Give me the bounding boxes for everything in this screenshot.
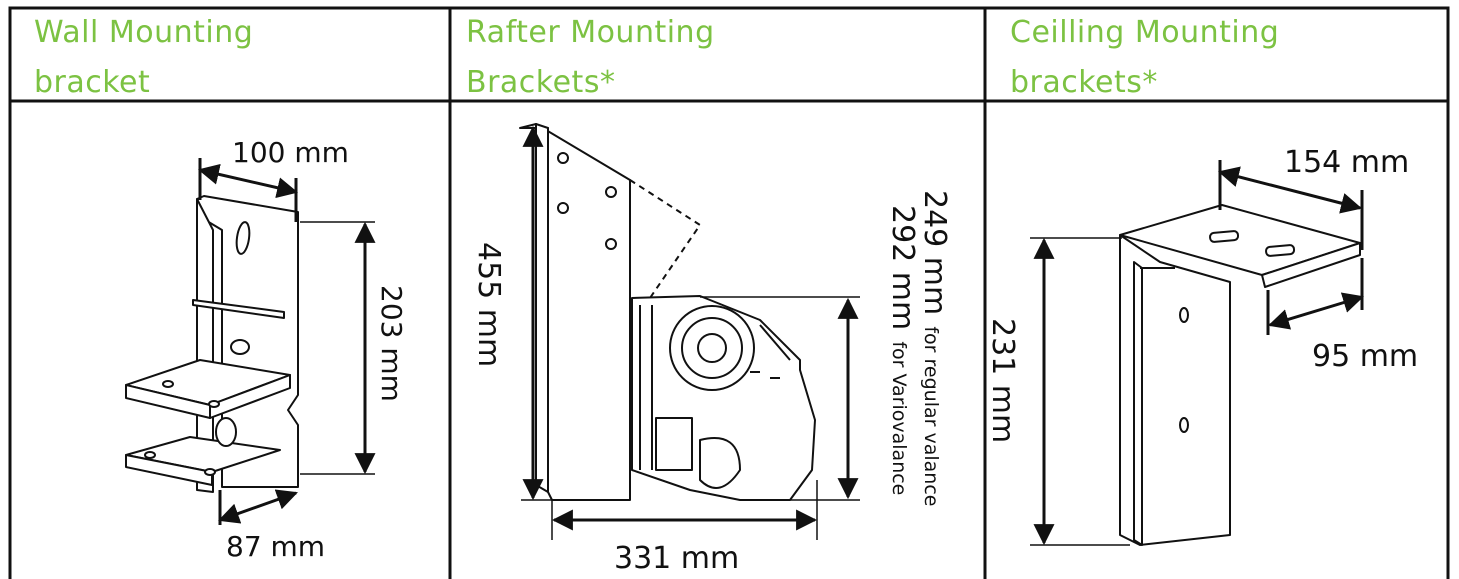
ceiling-dimension-lines [1030, 160, 1365, 546]
rafter-dimension-lines [521, 125, 860, 540]
wall-bracket-drawing [125, 195, 299, 493]
header-ceiling-mounting: Ceilling Mounting brackets* [1010, 15, 1280, 100]
wall-dimension-lines [197, 158, 376, 525]
ceiling-bracket-drawing [1119, 204, 1361, 546]
header-rafter-mounting: Rafter Mounting Brackets* [466, 15, 715, 100]
ceiling-depth-label: 95 mm [1312, 339, 1418, 374]
wall-width-label: 100 mm [232, 136, 349, 169]
rafter-regular-dimension: 249 mm for regular valance [917, 190, 952, 506]
rafter-bracket-drawing [519, 123, 816, 501]
ceiling-height-label: 231 mm [985, 318, 1020, 443]
wall-height-label: 203 mm [375, 285, 408, 402]
table-grid [8, 6, 1450, 579]
rafter-vario-dimension: 292 mm for Variovalance [885, 205, 920, 495]
header-wall-mounting: Wall Mounting bracket [34, 15, 254, 100]
ceiling-width-label: 154 mm [1284, 145, 1409, 180]
wall-depth-label: 87 mm [226, 530, 325, 563]
rafter-width-label: 331 mm [614, 541, 739, 576]
rafter-height-label: 455 mm [471, 242, 506, 367]
